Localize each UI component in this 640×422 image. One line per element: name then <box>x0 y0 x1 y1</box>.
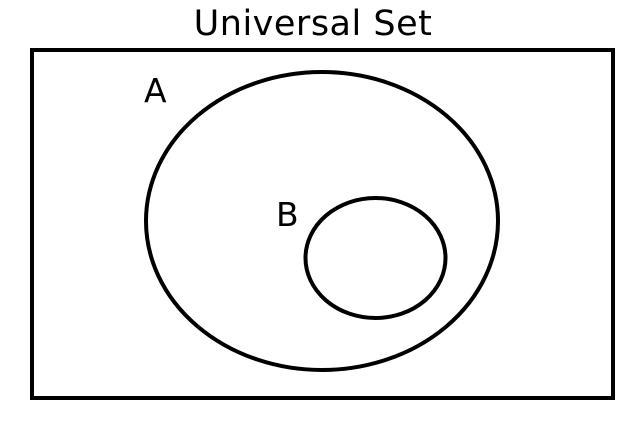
set-a-label: A <box>144 71 167 110</box>
universal-set-rectangle <box>30 48 615 400</box>
diagram-title: Universal Set <box>193 4 433 44</box>
set-a-ellipse <box>144 70 500 372</box>
set-b-ellipse <box>303 196 448 320</box>
set-b-label: B <box>276 195 299 234</box>
